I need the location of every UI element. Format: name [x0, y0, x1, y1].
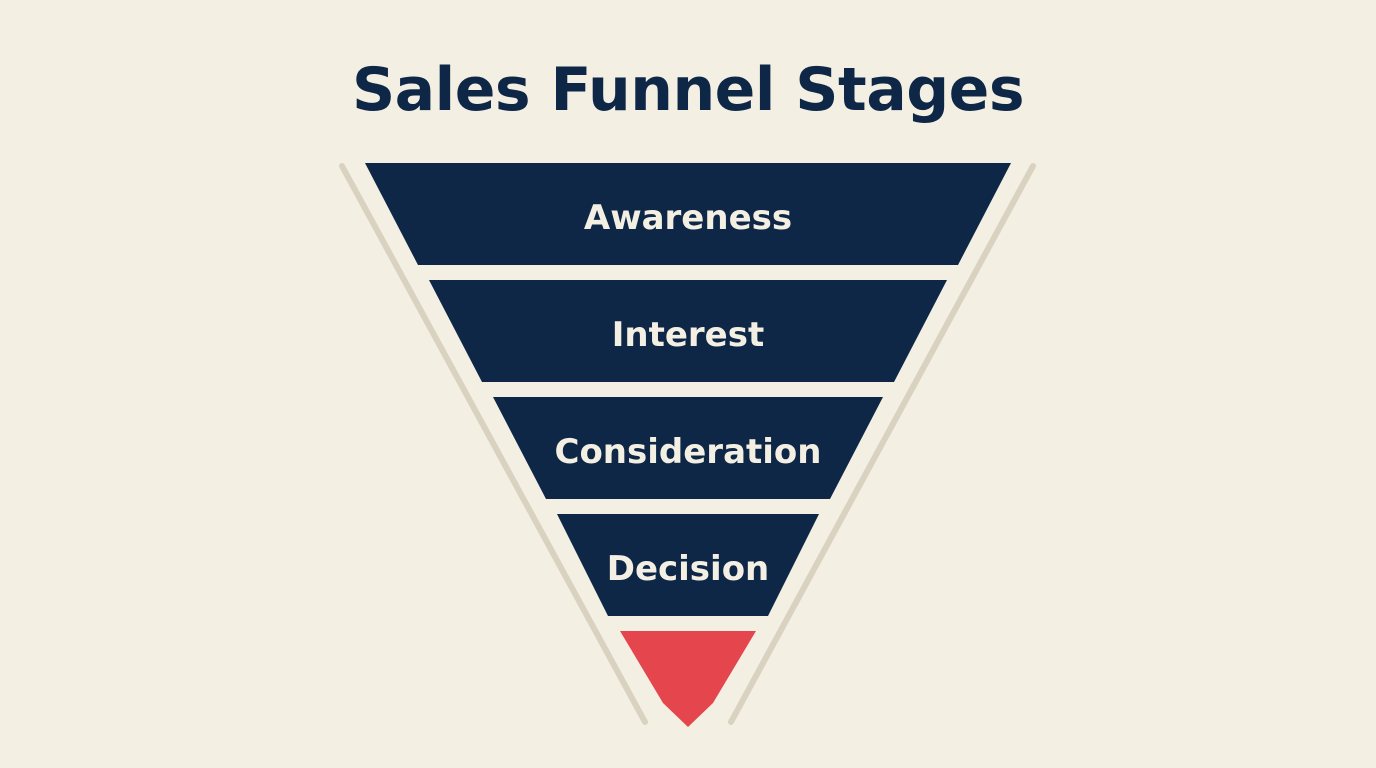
stage-label-awareness: Awareness	[584, 198, 792, 238]
funnel-outline-right	[728, 163, 1036, 725]
diagram-title: Sales Funnel Stages	[351, 55, 1025, 125]
funnel-stage-consideration	[493, 397, 883, 499]
funnel-stage-awareness	[365, 163, 1011, 265]
funnel-tip	[620, 631, 756, 727]
stage-label-decision: Decision	[607, 549, 770, 589]
stage-label-interest: Interest	[612, 315, 765, 355]
stage-label-consideration: Consideration	[555, 432, 822, 472]
funnel-stage-decision	[557, 514, 819, 616]
funnel-stage-interest	[429, 280, 947, 382]
funnel-outline-left	[339, 163, 648, 725]
